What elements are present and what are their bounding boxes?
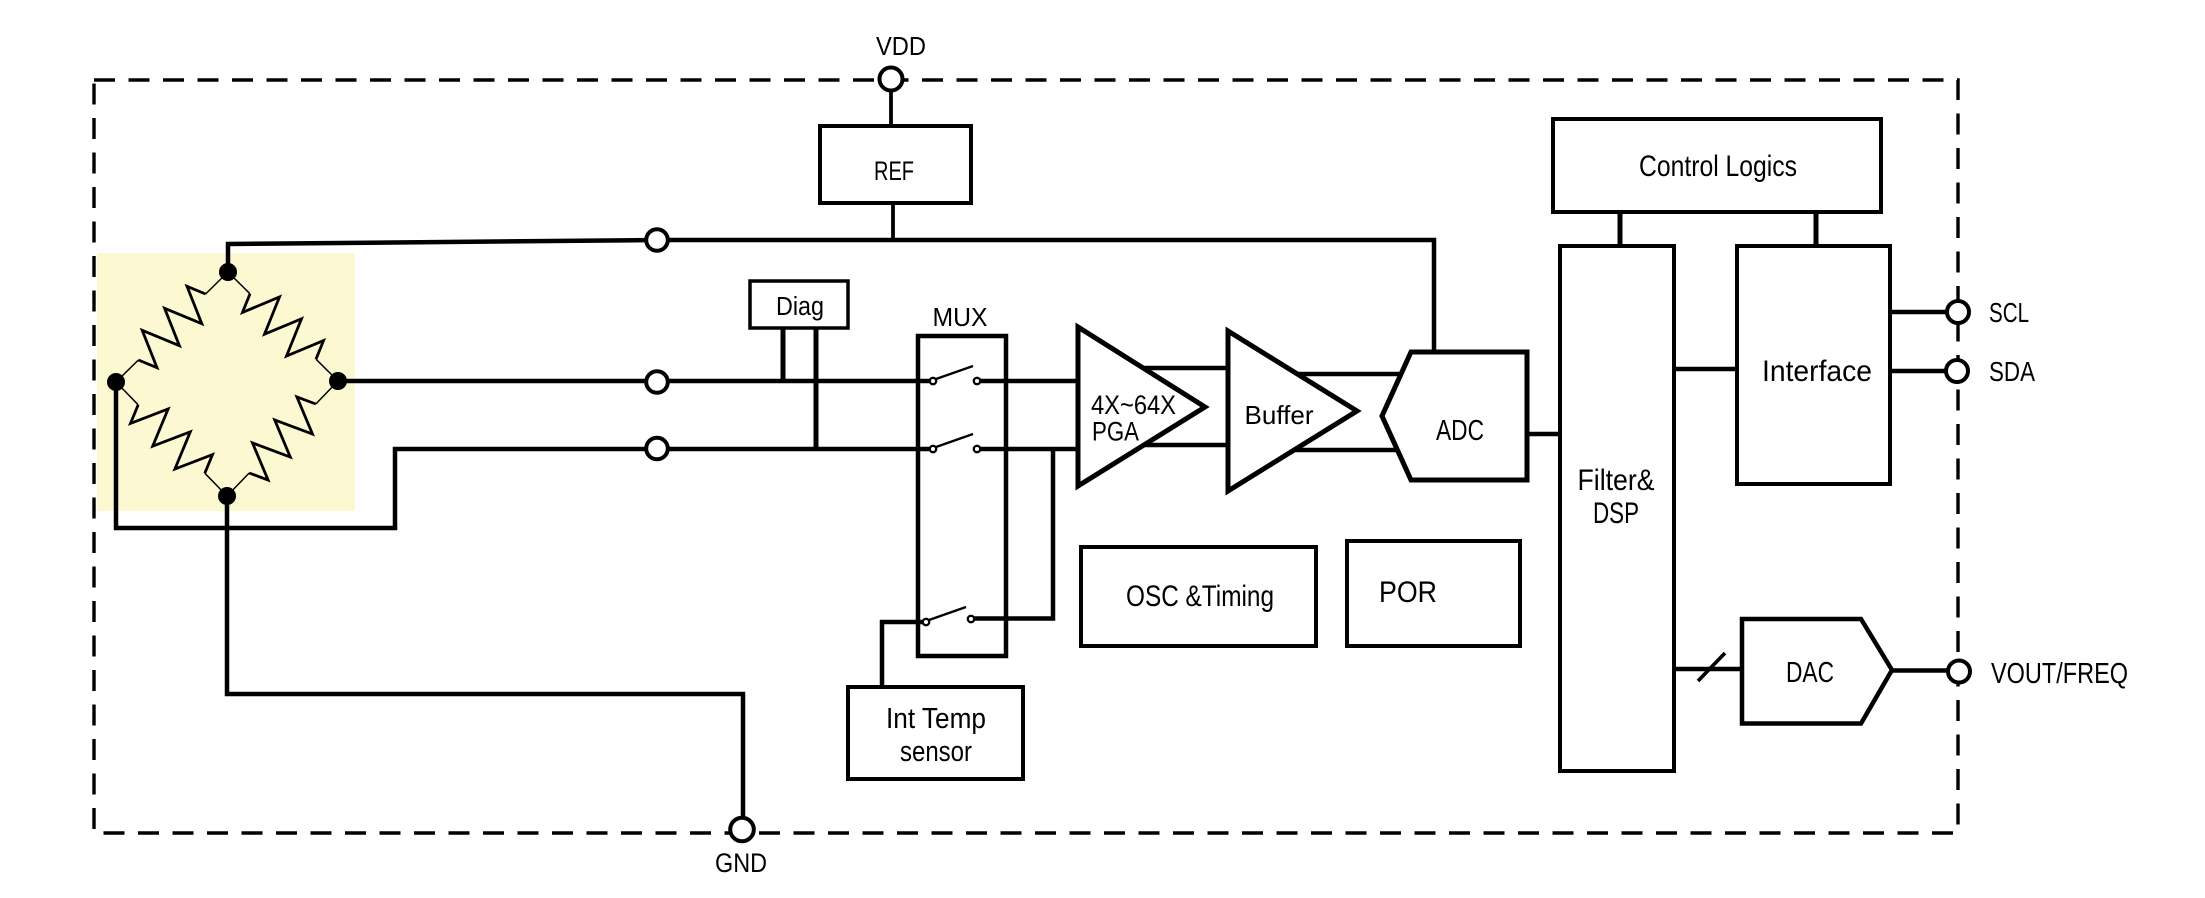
svg-text:REF: REF <box>874 156 914 186</box>
svg-text:SCL: SCL <box>1989 297 2029 328</box>
svg-text:4X~64X: 4X~64X <box>1091 390 1176 420</box>
svg-text:Filter&: Filter& <box>1578 464 1655 497</box>
svg-text:Int Temp: Int Temp <box>886 703 986 735</box>
svg-text:Interface: Interface <box>1762 355 1872 388</box>
svg-text:MUX: MUX <box>933 304 988 332</box>
svg-text:ADC: ADC <box>1436 415 1484 447</box>
svg-text:PGA: PGA <box>1092 417 1139 447</box>
svg-text:Buffer: Buffer <box>1245 400 1314 430</box>
svg-text:Control Logics: Control Logics <box>1639 150 1797 183</box>
svg-text:DAC: DAC <box>1786 657 1834 689</box>
svg-text:Diag: Diag <box>776 293 824 321</box>
svg-text:DSP: DSP <box>1593 497 1639 530</box>
svg-text:GND: GND <box>715 848 767 878</box>
svg-text:sensor: sensor <box>900 736 972 768</box>
svg-text:VDD: VDD <box>876 33 926 61</box>
svg-text:POR: POR <box>1379 576 1437 609</box>
svg-text:SDA: SDA <box>1989 356 2035 387</box>
svg-text:VOUT/FREQ: VOUT/FREQ <box>1991 658 2128 690</box>
svg-text:OSC &Timing: OSC &Timing <box>1126 580 1274 613</box>
